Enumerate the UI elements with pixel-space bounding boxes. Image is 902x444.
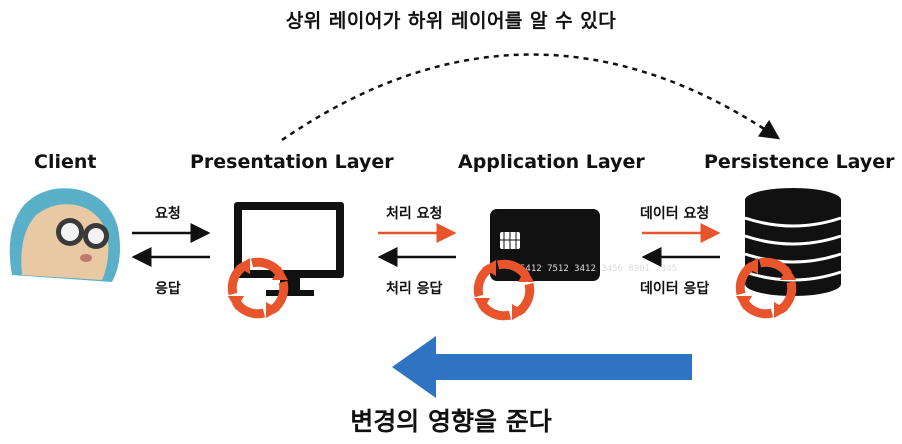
monitor-icon bbox=[234, 202, 344, 296]
application-layer-label: Application Layer bbox=[458, 151, 645, 173]
knows-lower-layer-arc bbox=[281, 53, 781, 142]
client-avatar bbox=[9, 188, 120, 282]
data-response-label: 데이터 응답 bbox=[640, 281, 710, 297]
client-request-label: 요청 bbox=[155, 206, 181, 222]
app-request-label: 처리 요청 bbox=[386, 206, 443, 222]
app-response-label: 처리 응답 bbox=[386, 281, 443, 297]
client-label: Client bbox=[34, 151, 97, 173]
bottom-caption: 변경의 영향을 준다 bbox=[350, 407, 552, 436]
card-number: 5412 7512 3412 3456 8901 2345 bbox=[520, 264, 677, 274]
database-icon bbox=[744, 188, 842, 296]
client-response-label: 응답 bbox=[155, 281, 181, 297]
top-caption: 상위 레이어가 하위 레이어를 알 수 있다 bbox=[285, 10, 617, 32]
persistence-layer-label: Persistence Layer bbox=[704, 151, 895, 173]
data-request-label: 데이터 요청 bbox=[640, 206, 710, 222]
change-impact-arrow bbox=[392, 336, 692, 398]
presentation-layer-label: Presentation Layer bbox=[190, 151, 394, 173]
